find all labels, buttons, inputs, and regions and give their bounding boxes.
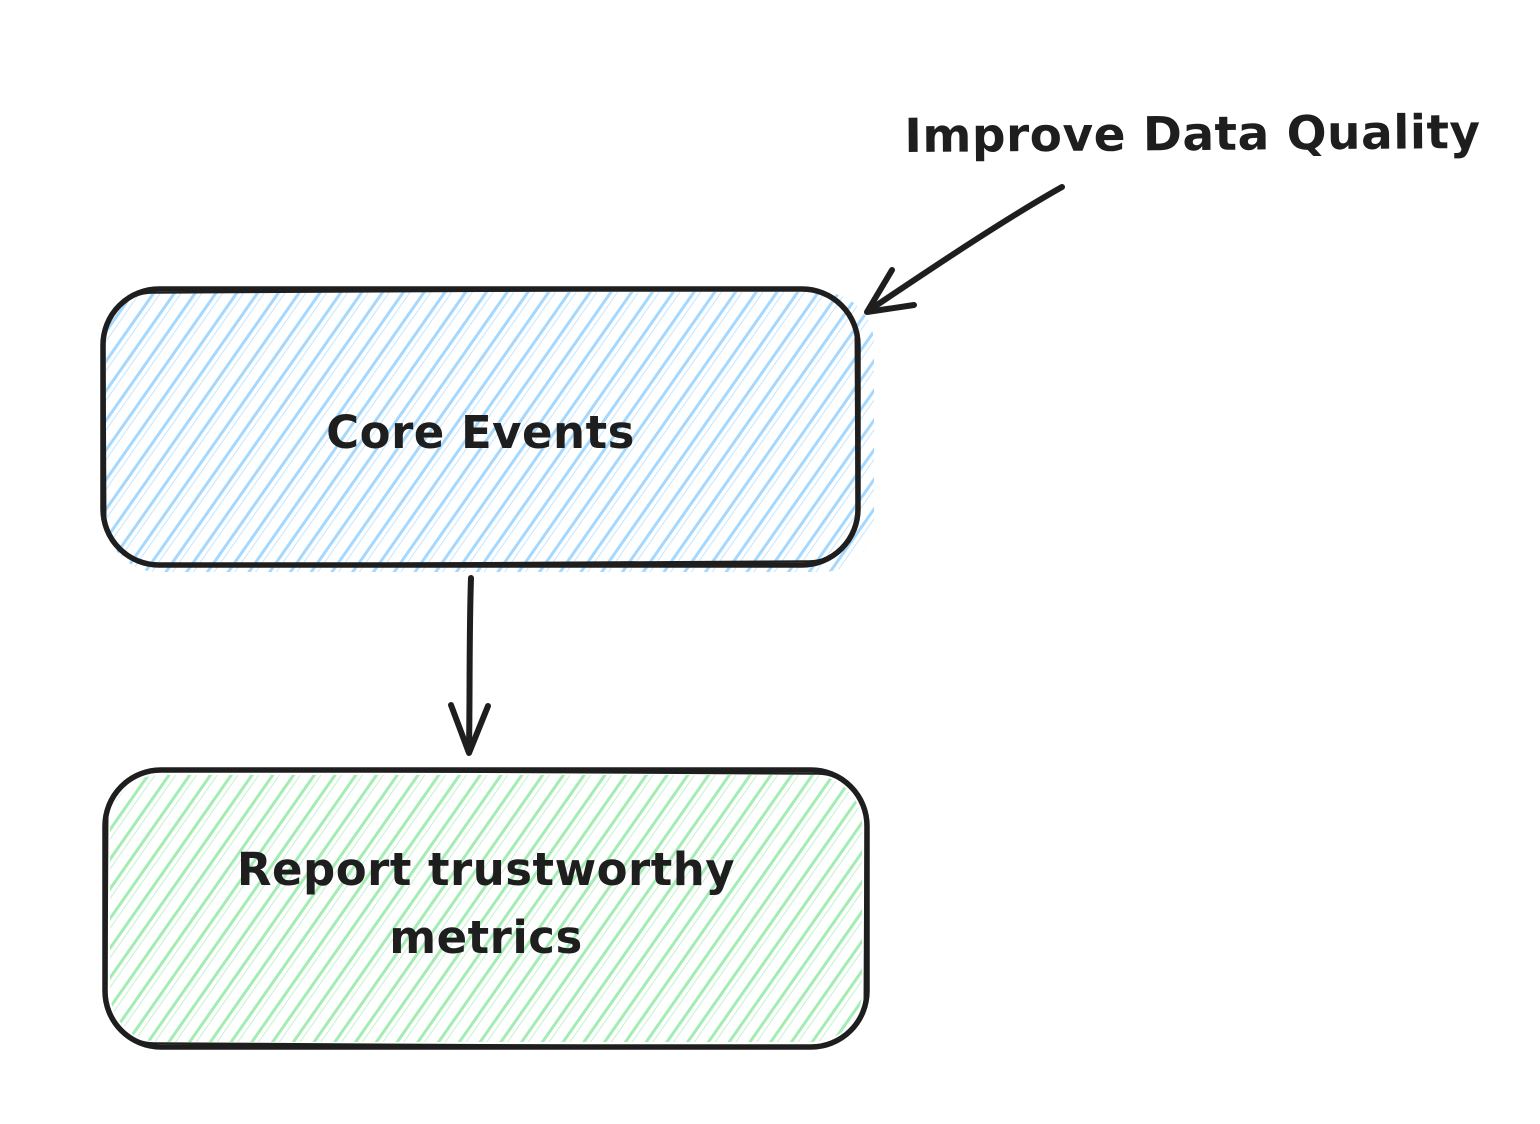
core-events-label: Core Events [326,406,635,459]
node-report-metrics[interactable] [102,767,870,1050]
annotation-improve-data-quality[interactable]: Improve Data Quality [904,104,1481,165]
report-metrics-label: Report trustworthy metrics [236,843,736,964]
arrow-shaft [868,184,1065,312]
core-events-outline [100,286,861,568]
arrowhead [448,702,491,756]
report-metrics-hachure-fill [110,775,862,1042]
report-metrics-outline [102,767,870,1050]
arrow-annotation-to-core-events[interactable] [864,184,1065,315]
arrow-shaft [466,575,474,751]
node-core-events[interactable] [100,286,874,572]
core-events-outline-sketch [103,288,858,566]
report-metrics-outline-sketch [105,769,867,1048]
arrowhead [864,267,917,315]
arrow-core-events-to-report-metrics[interactable] [448,575,491,756]
core-events-hachure-fill [106,292,874,572]
